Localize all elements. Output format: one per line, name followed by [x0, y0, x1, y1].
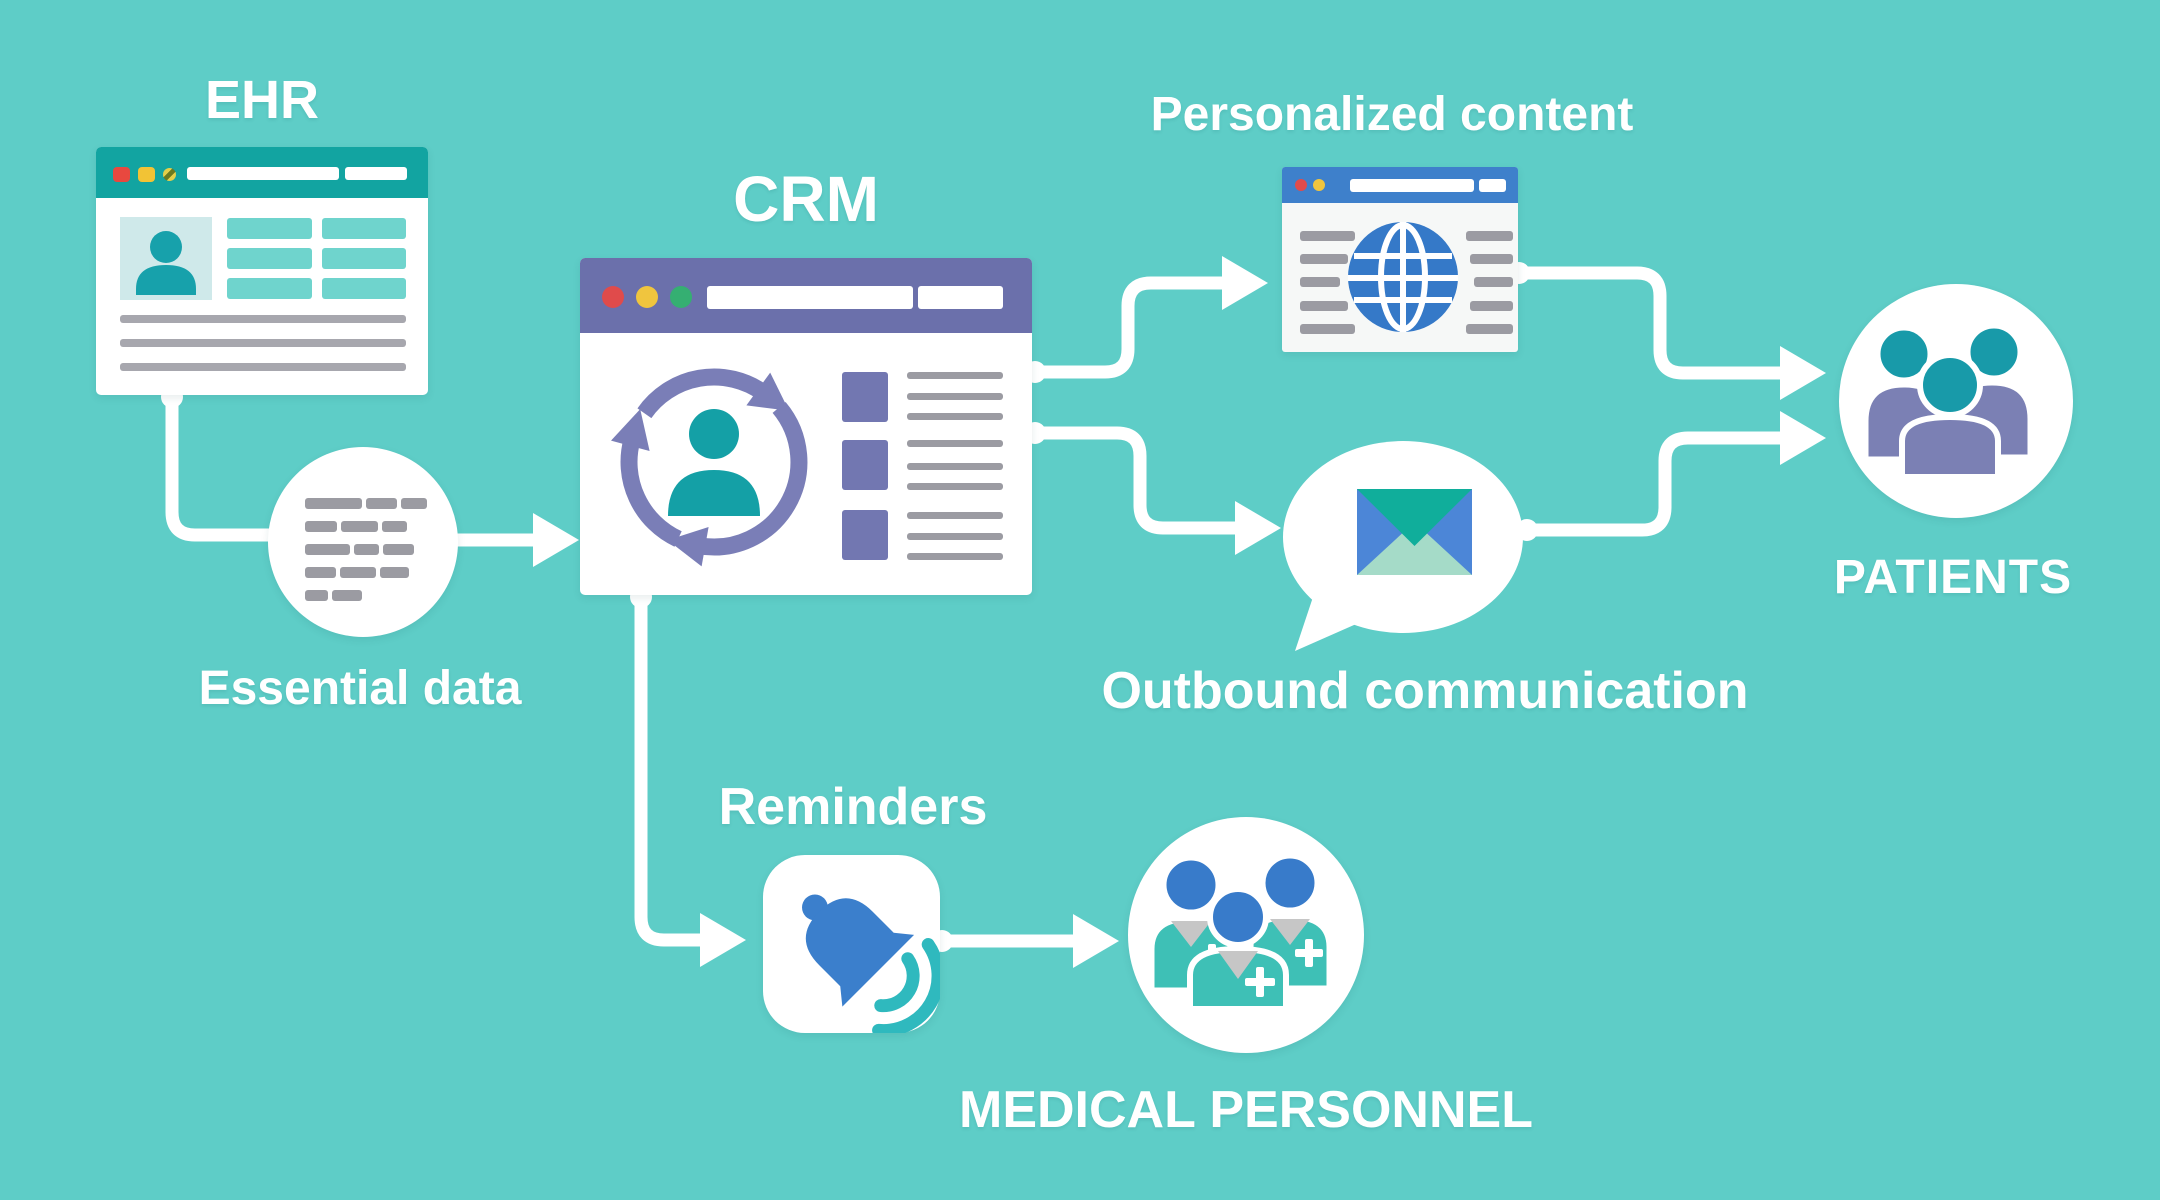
- crm-secondary-bar: [918, 286, 1003, 309]
- text-line: [120, 363, 406, 371]
- text-line: [907, 372, 1003, 379]
- bell-icon: [802, 894, 940, 1033]
- text-line: [907, 533, 1003, 540]
- close-button-icon: [113, 167, 130, 182]
- connector-ehr-to-essential-data: [165, 386, 279, 542]
- list-bullet-square: [842, 510, 888, 560]
- text-line: [1470, 254, 1513, 264]
- crm-address-bar: [707, 286, 913, 309]
- ehr-label: EHR: [204, 70, 319, 130]
- text-line: [907, 413, 1003, 420]
- text-snippet: [305, 544, 350, 555]
- text-snippet: [366, 498, 397, 509]
- ehr-secondary-bar: [345, 167, 407, 180]
- text-line: [1300, 301, 1348, 311]
- ehr-window: [96, 147, 428, 395]
- arrowhead-into-crm: [533, 513, 579, 567]
- text-snippet: [383, 544, 414, 555]
- field-bar: [227, 218, 312, 239]
- connector-personalized-to-patients: [1512, 266, 1787, 380]
- text-line: [1300, 231, 1355, 241]
- medical-personnel-label: MEDICAL PERSONNEL: [959, 1081, 1533, 1139]
- arrowhead-into-patients-top: [1780, 346, 1826, 400]
- text-snippet: [340, 567, 376, 578]
- text-snippet: [305, 567, 336, 578]
- text-line: [1470, 301, 1513, 311]
- personalized-content-window: [1282, 167, 1518, 352]
- text-snippet: [380, 567, 409, 578]
- patient-photo-box: [120, 217, 212, 300]
- text-line: [907, 440, 1003, 447]
- arrowhead-into-patients-bottom: [1780, 411, 1826, 465]
- arrowhead-into-outbound: [1235, 501, 1281, 555]
- field-bar: [227, 278, 312, 299]
- text-line: [907, 463, 1003, 470]
- patient-avatar-icon: [136, 231, 196, 295]
- reminders-tile: [763, 855, 940, 1033]
- arrowhead-into-reminders: [700, 913, 746, 967]
- text-line: [907, 483, 1003, 490]
- text-line: [1300, 254, 1348, 264]
- field-bar: [322, 278, 406, 299]
- text-line: [907, 512, 1003, 519]
- reminders-label: Reminders: [718, 778, 988, 836]
- arrowhead-into-medical: [1073, 914, 1119, 968]
- connector-crm-to-personalized-content: [1028, 276, 1229, 379]
- list-bullet-square: [842, 440, 888, 490]
- text-line: [907, 553, 1003, 560]
- text-snippet: [305, 521, 337, 532]
- text-snippet: [305, 498, 362, 509]
- ehr-address-bar: [187, 167, 339, 180]
- close-button-icon: [1295, 179, 1307, 191]
- close-button-icon: [602, 286, 624, 308]
- minimize-button-icon: [1313, 179, 1325, 191]
- minimize-button-icon: [636, 286, 658, 308]
- essential-data-label: Essential data: [198, 662, 522, 715]
- text-snippet: [305, 590, 328, 601]
- arrowhead-into-personalized-content: [1222, 256, 1268, 310]
- personalized-content-label: Personalized content: [1150, 88, 1634, 141]
- text-line: [1300, 324, 1355, 334]
- field-bar: [227, 248, 312, 269]
- outbound-communication-label: Outbound communication: [1101, 662, 1749, 720]
- email-envelope-icon: [1357, 489, 1472, 575]
- speech-bubble-tail: [1295, 597, 1363, 651]
- patients-label: PATIENTS: [1833, 551, 2073, 604]
- text-line: [1474, 277, 1513, 287]
- pencil-dot-icon: [163, 168, 176, 181]
- connector-outbound-to-patients: [1520, 431, 1787, 537]
- text-snippet: [341, 521, 378, 532]
- medical-staff-icon: [1149, 853, 1332, 1012]
- minimize-button-icon: [138, 167, 155, 182]
- list-bullet-square: [842, 372, 888, 422]
- patients-circle: [1839, 284, 2073, 518]
- outbound-speech-bubble: [1283, 441, 1523, 651]
- people-group-icon: [1863, 323, 2033, 480]
- crm-window: [580, 258, 1032, 595]
- maximize-button-icon: [670, 286, 692, 308]
- text-line: [1466, 324, 1513, 334]
- text-snippet: [332, 590, 362, 601]
- content-address-bar: [1350, 179, 1474, 192]
- contact-sync-icon: [611, 368, 808, 567]
- text-snippet: [354, 544, 379, 555]
- field-bar: [322, 248, 406, 269]
- text-line: [1466, 231, 1513, 241]
- text-line: [907, 393, 1003, 400]
- crm-label: CRM: [733, 163, 879, 235]
- field-bar: [322, 218, 406, 239]
- globe-icon: [1348, 222, 1458, 332]
- text-line: [120, 339, 406, 347]
- medical-personnel-circle: [1128, 817, 1364, 1053]
- content-secondary-bar: [1479, 179, 1506, 192]
- connector-crm-to-reminders: [634, 590, 707, 947]
- text-snippet: [382, 521, 407, 532]
- essential-data-circle: [268, 447, 458, 637]
- text-snippet: [401, 498, 427, 509]
- connector-crm-to-outbound: [1028, 426, 1242, 535]
- text-line: [1300, 277, 1340, 287]
- text-line: [120, 315, 406, 323]
